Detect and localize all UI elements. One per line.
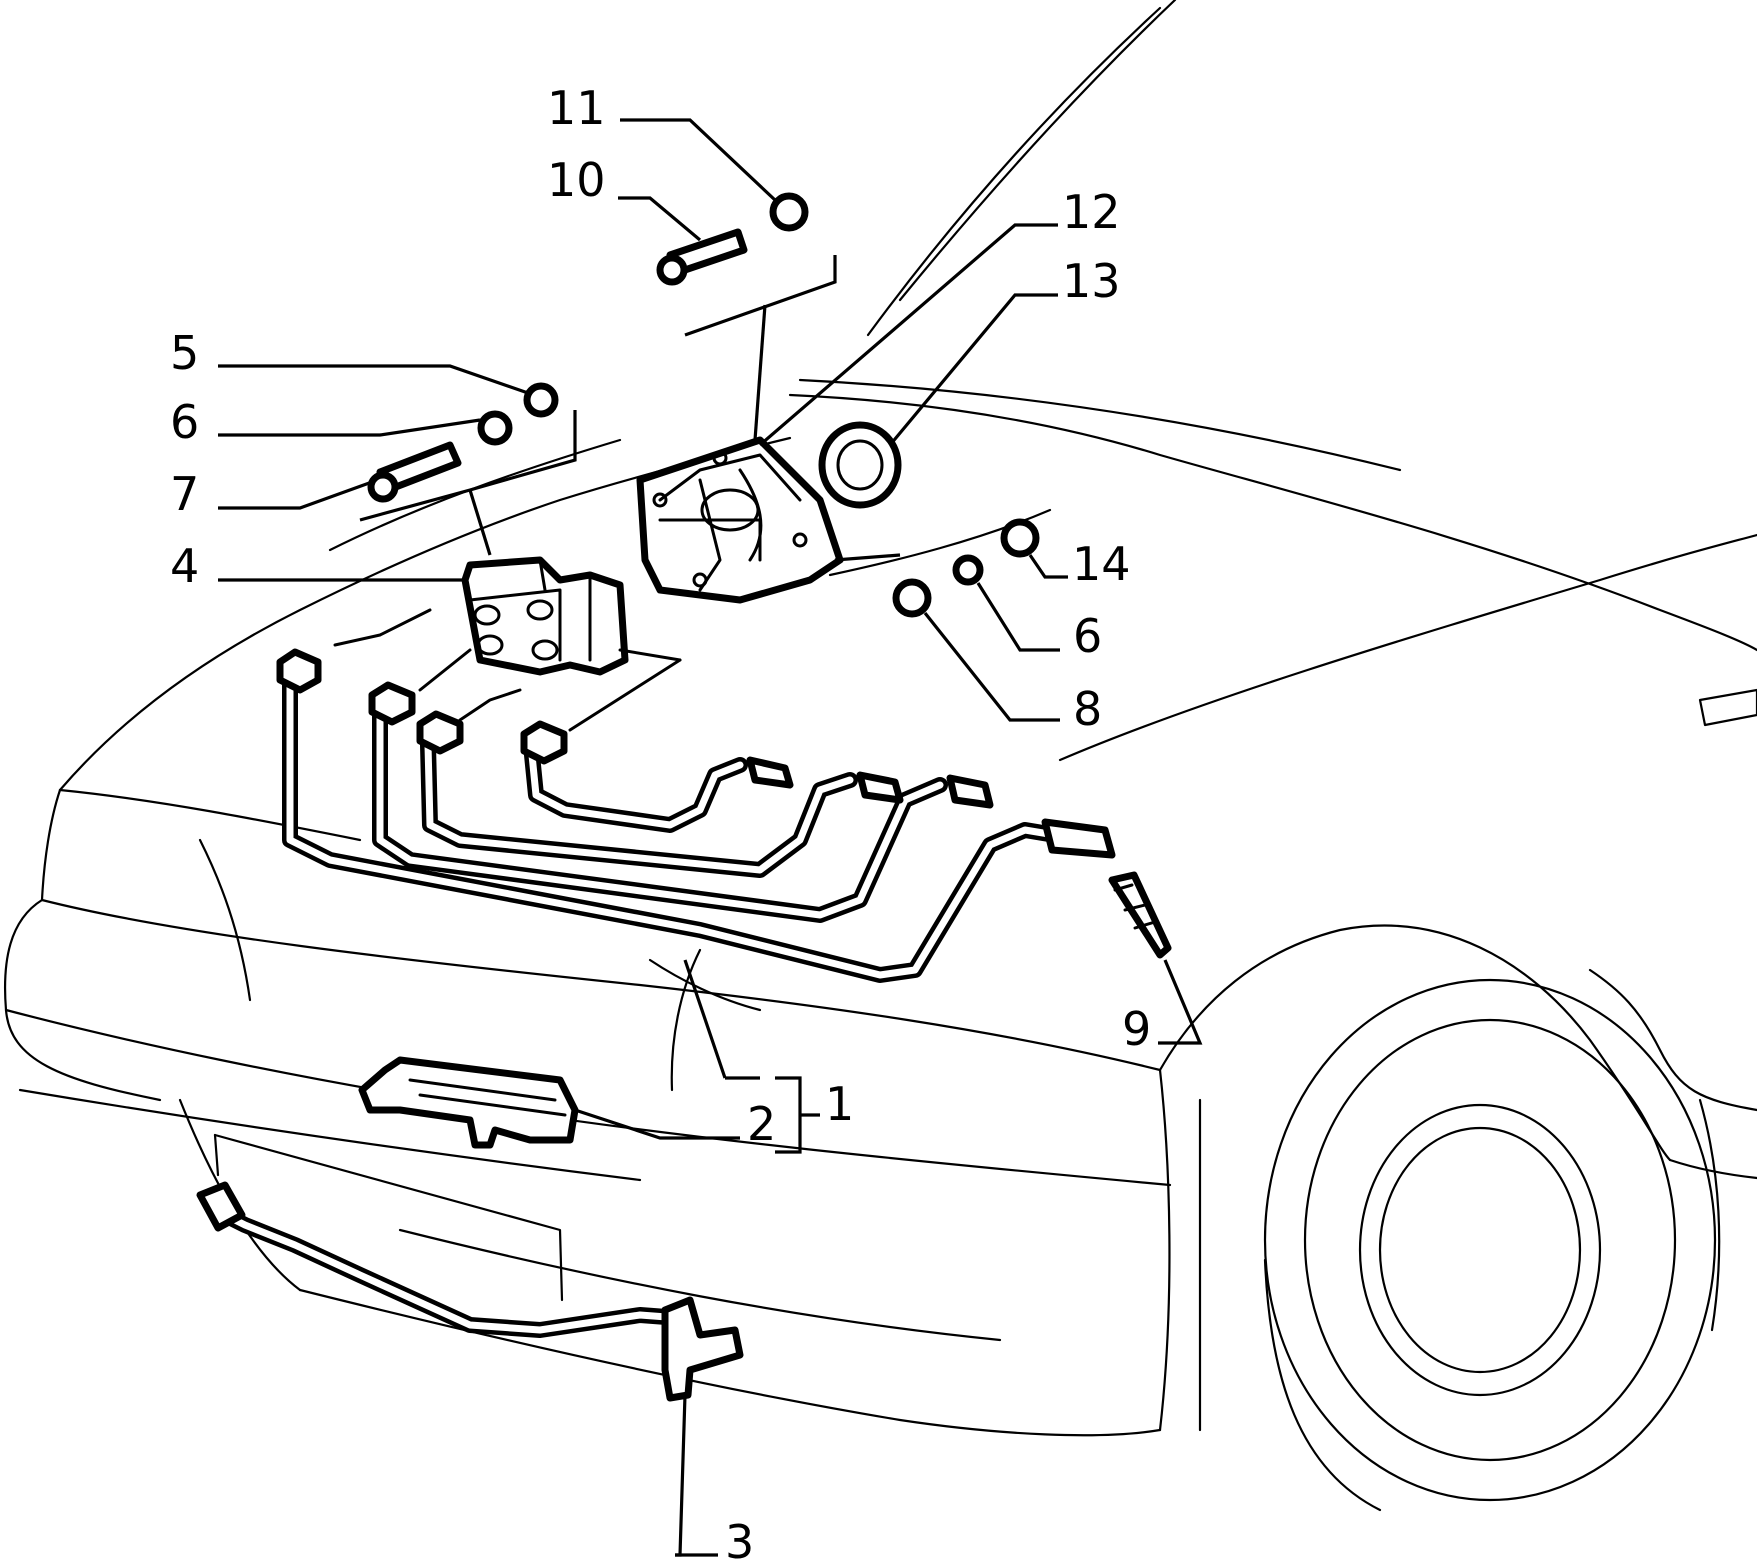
washer-11 [769, 192, 809, 232]
nut-14 [1000, 518, 1040, 558]
distributor-cap [636, 436, 844, 604]
callout-12: 12 [1062, 185, 1121, 239]
callout-2: 2 [747, 1097, 776, 1151]
callout-labels: 11 10 12 13 5 6 7 4 14 6 8 9 2 1 3 [170, 81, 1151, 1564]
callout-5: 5 [170, 326, 199, 380]
callout-8: 8 [1073, 682, 1102, 736]
callout-10: 10 [547, 153, 606, 207]
coil-hardware [367, 382, 559, 503]
gasket-ring [818, 421, 902, 509]
car-body-outline [3, 0, 1757, 1512]
stud-hardware [892, 518, 1040, 618]
callout-9: 9 [1122, 1002, 1151, 1056]
callout-6-lower: 6 [1073, 609, 1102, 663]
rpm-sensor [196, 1181, 744, 1402]
ignition-cable-set [276, 608, 1116, 983]
lock-washer-5 [523, 382, 559, 418]
ignition-coil [461, 556, 629, 676]
spark-plug [1108, 871, 1172, 959]
callout-13: 13 [1062, 254, 1121, 308]
callout-7: 7 [170, 467, 199, 521]
callout-1: 1 [825, 1077, 854, 1131]
callout-6-upper: 6 [170, 395, 199, 449]
callout-14: 14 [1072, 537, 1131, 591]
leader-lines [218, 118, 1203, 1557]
washer-6 [477, 410, 513, 446]
cable-bracket [358, 1056, 579, 1149]
lock-washer-6 [952, 554, 984, 586]
cap-hardware [656, 192, 809, 286]
callout-3: 3 [725, 1515, 754, 1564]
callout-11: 11 [547, 81, 606, 135]
callout-4: 4 [170, 539, 199, 593]
washer-8 [892, 578, 932, 618]
